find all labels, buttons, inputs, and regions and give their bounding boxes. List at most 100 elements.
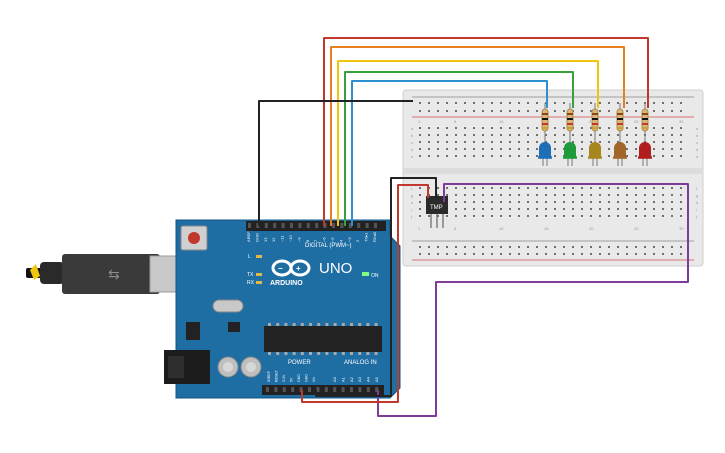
- breadboard-hole[interactable]: [653, 102, 655, 104]
- breadboard-hole[interactable]: [518, 215, 520, 217]
- breadboard-hole[interactable]: [608, 155, 610, 157]
- breadboard-hole[interactable]: [491, 215, 493, 217]
- breadboard-hole[interactable]: [554, 141, 556, 143]
- breadboard-hole[interactable]: [509, 187, 511, 189]
- breadboard-hole[interactable]: [455, 127, 457, 129]
- breadboard-hole[interactable]: [608, 127, 610, 129]
- breadboard-hole[interactable]: [545, 208, 547, 210]
- breadboard-hole[interactable]: [536, 148, 538, 150]
- wire-red[interactable]: [323, 37, 649, 226]
- breadboard-hole[interactable]: [527, 215, 529, 217]
- breadboard-hole[interactable]: [500, 155, 502, 157]
- breadboard-hole[interactable]: [419, 201, 421, 203]
- breadboard-hole[interactable]: [500, 134, 502, 136]
- breadboard-hole[interactable]: [581, 102, 583, 104]
- breadboard-hole[interactable]: [599, 187, 601, 189]
- breadboard-hole[interactable]: [590, 187, 592, 189]
- breadboard-hole[interactable]: [437, 253, 439, 255]
- breadboard-hole[interactable]: [662, 194, 664, 196]
- breadboard-hole[interactable]: [590, 215, 592, 217]
- breadboard-hole[interactable]: [509, 110, 511, 112]
- breadboard-hole[interactable]: [536, 194, 538, 196]
- breadboard-hole[interactable]: [437, 102, 439, 104]
- breadboard-hole[interactable]: [464, 127, 466, 129]
- breadboard-hole[interactable]: [455, 215, 457, 217]
- breadboard-hole[interactable]: [608, 141, 610, 143]
- breadboard-hole[interactable]: [491, 187, 493, 189]
- digital-pin[interactable]: [264, 223, 268, 228]
- breadboard-hole[interactable]: [509, 194, 511, 196]
- breadboard-hole[interactable]: [428, 127, 430, 129]
- breadboard-hole[interactable]: [509, 127, 511, 129]
- breadboard-hole[interactable]: [482, 246, 484, 248]
- breadboard-hole[interactable]: [653, 155, 655, 157]
- breadboard-hole[interactable]: [563, 246, 565, 248]
- breadboard-hole[interactable]: [536, 246, 538, 248]
- breadboard-hole[interactable]: [536, 201, 538, 203]
- breadboard-hole[interactable]: [635, 155, 637, 157]
- breadboard-hole[interactable]: [419, 194, 421, 196]
- power-analog-pin[interactable]: [291, 387, 295, 392]
- digital-pin[interactable]: [348, 223, 352, 228]
- digital-pin[interactable]: [281, 223, 285, 228]
- breadboard-hole[interactable]: [464, 215, 466, 217]
- breadboard-hole[interactable]: [554, 246, 556, 248]
- breadboard-hole[interactable]: [446, 194, 448, 196]
- breadboard-hole[interactable]: [455, 148, 457, 150]
- breadboard-hole[interactable]: [653, 134, 655, 136]
- breadboard-hole[interactable]: [554, 253, 556, 255]
- breadboard-hole[interactable]: [473, 102, 475, 104]
- breadboard-hole[interactable]: [635, 208, 637, 210]
- breadboard-hole[interactable]: [608, 253, 610, 255]
- breadboard-hole[interactable]: [572, 141, 574, 143]
- breadboard-hole[interactable]: [572, 246, 574, 248]
- breadboard-hole[interactable]: [554, 201, 556, 203]
- breadboard-hole[interactable]: [608, 148, 610, 150]
- breadboard-hole[interactable]: [653, 127, 655, 129]
- reset-button-cap[interactable]: [188, 232, 200, 244]
- breadboard-hole[interactable]: [464, 201, 466, 203]
- breadboard-hole[interactable]: [626, 134, 628, 136]
- breadboard-hole[interactable]: [518, 127, 520, 129]
- power-analog-pin[interactable]: [299, 387, 303, 392]
- breadboard-hole[interactable]: [563, 127, 565, 129]
- breadboard-hole[interactable]: [599, 134, 601, 136]
- breadboard-hole[interactable]: [554, 148, 556, 150]
- breadboard-hole[interactable]: [527, 141, 529, 143]
- breadboard-hole[interactable]: [671, 208, 673, 210]
- breadboard-hole[interactable]: [419, 134, 421, 136]
- breadboard-hole[interactable]: [446, 253, 448, 255]
- breadboard-hole[interactable]: [509, 148, 511, 150]
- breadboard-hole[interactable]: [608, 110, 610, 112]
- breadboard-hole[interactable]: [662, 208, 664, 210]
- breadboard-hole[interactable]: [437, 215, 439, 217]
- breadboard-hole[interactable]: [464, 134, 466, 136]
- breadboard-hole[interactable]: [473, 201, 475, 203]
- breadboard-hole[interactable]: [428, 155, 430, 157]
- breadboard-hole[interactable]: [617, 246, 619, 248]
- breadboard-hole[interactable]: [419, 155, 421, 157]
- breadboard-hole[interactable]: [500, 187, 502, 189]
- breadboard-hole[interactable]: [671, 141, 673, 143]
- breadboard-hole[interactable]: [617, 134, 619, 136]
- breadboard-hole[interactable]: [491, 148, 493, 150]
- breadboard-hole[interactable]: [473, 110, 475, 112]
- breadboard-hole[interactable]: [599, 208, 601, 210]
- breadboard-hole[interactable]: [635, 187, 637, 189]
- wire-blue[interactable]: [351, 80, 548, 226]
- breadboard-hole[interactable]: [419, 141, 421, 143]
- wire-red-5v[interactable]: [301, 184, 429, 403]
- breadboard-hole[interactable]: [680, 155, 682, 157]
- breadboard-hole[interactable]: [581, 110, 583, 112]
- led[interactable]: [614, 142, 626, 158]
- breadboard-hole[interactable]: [626, 141, 628, 143]
- breadboard-hole[interactable]: [635, 110, 637, 112]
- breadboard-hole[interactable]: [509, 253, 511, 255]
- breadboard-hole[interactable]: [437, 194, 439, 196]
- breadboard-hole[interactable]: [617, 201, 619, 203]
- digital-pin[interactable]: [256, 223, 260, 228]
- breadboard-hole[interactable]: [653, 246, 655, 248]
- breadboard-hole[interactable]: [491, 110, 493, 112]
- breadboard-hole[interactable]: [545, 201, 547, 203]
- breadboard-hole[interactable]: [635, 102, 637, 104]
